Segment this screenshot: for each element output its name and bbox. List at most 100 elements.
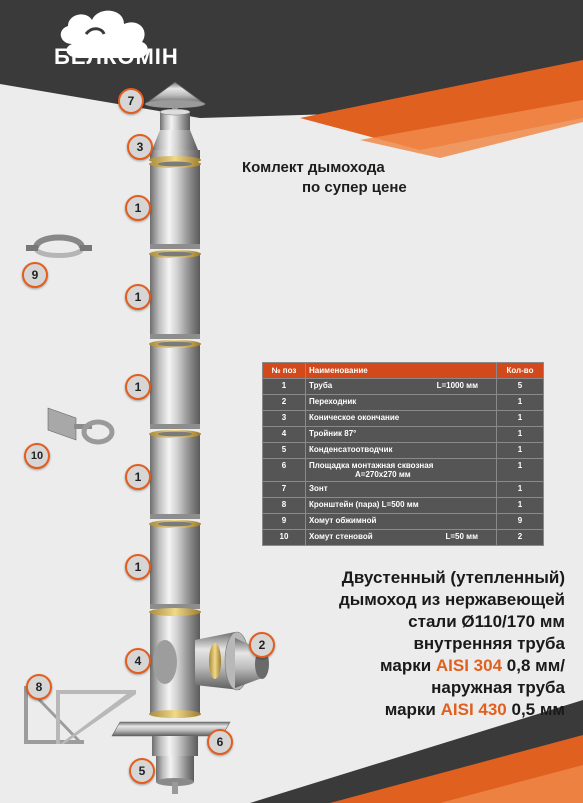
row-name-cell: Хомут обжимной [305,513,497,530]
brand-name: БЕЛКОМІН [54,44,179,69]
badge-1-a: 1 [125,195,151,221]
table-header-row: № поз Наименование Кол-во [262,362,544,379]
row-name: Зонт [309,484,328,493]
row-name-cell: Кронштейн (пара) L=500 мм [305,497,497,514]
row-pos: 2 [262,394,306,411]
row-name-cell: Хомут стеновой L=50 мм [305,529,497,546]
footer-accent-light [440,765,583,803]
row-qty: 9 [496,513,544,530]
row-extra: L=1000 мм [436,381,478,390]
badge-8: 8 [26,674,52,700]
row-name: Хомут обжимной [309,516,377,525]
desc-line-3: стали Ø110/170 мм [408,612,565,631]
row-name: Коническое окончание [309,413,400,422]
row-pos: 10 [262,529,306,546]
badge-1-d: 1 [125,464,151,490]
row-qty: 1 [496,410,544,427]
desc-line-6: наружная труба [431,678,565,697]
page-title: Комлект дымохода по супер цене [242,158,472,198]
row-pos: 4 [262,426,306,443]
row-name: Тройник 87° [309,429,357,438]
badge-5: 5 [129,758,155,784]
row-qty: 5 [496,378,544,395]
row-name: Площадка монтажная сквозная [309,461,434,470]
row-name: Конденсатоотводчик [309,445,393,454]
desc-line-5: марки AISI 304 0,8 мм/ [250,655,565,677]
mounting-platform [111,702,231,756]
row-qty: 1 [496,394,544,411]
badge-6: 6 [207,729,233,755]
row-extra: L=50 мм [445,532,478,541]
pipe-section-4 [149,430,201,519]
brand-logo: БЕЛКОМІН [40,6,200,76]
row-pos: 3 [262,410,306,427]
row-name: Труба [309,381,333,390]
pipe-section-5 [149,520,201,609]
row-qty: 2 [496,529,544,546]
row-qty: 1 [496,497,544,514]
badge-2: 2 [249,632,275,658]
row-pos: 7 [262,481,306,498]
row-name-cell: Тройник 87° [305,426,497,443]
desc-line-1: Двустенный (утепленный) [341,568,565,587]
col-header-name: Наименование [305,362,497,379]
row-qty: 1 [496,481,544,498]
title-line-1: Комлект дымохода [242,159,385,176]
header-band [0,0,583,118]
header-accent-stripe-light [360,100,583,158]
col-header-qty: Кол-во [496,362,544,379]
desc-line-7-pre: марки [384,700,441,719]
desc-line-7-accent: AISI 430 [440,700,507,719]
row-extra: А=270х270 мм [355,470,411,479]
pipe-section-1 [149,160,201,249]
badge-9: 9 [22,262,48,288]
desc-line-7: марки AISI 430 0,5 мм [250,699,565,721]
badge-3: 3 [127,134,153,160]
desc-line-5-post: 0,8 мм/ [502,656,565,675]
pipe-sections [149,160,201,609]
row-pos: 1 [262,378,306,395]
row-pos: 9 [262,513,306,530]
clamp-icon [26,234,92,258]
row-name: Хомут стеновой [309,532,373,541]
product-description: Двустенный (утепленный) дымоход из нержа… [250,567,565,721]
row-name-cell: Коническое окончание [305,410,497,427]
desc-line-2: дымоход из нержавеющей [339,590,565,609]
desc-line-5-accent: AISI 304 [435,656,503,675]
row-name: Переходник [309,397,357,406]
row-qty: 1 [496,426,544,443]
desc-line-4: внутренняя труба [413,634,565,653]
pipe-section-2 [149,250,201,339]
row-name-cell: Конденсатоотводчик [305,442,497,459]
logo-cloud-icon [60,10,148,58]
wall-clamp-icon [47,407,115,445]
chimney-assembly [143,81,207,164]
row-name-cell: Зонт [305,481,497,498]
row-pos: 8 [262,497,306,514]
row-qty: 1 [496,458,544,482]
badge-4: 4 [125,648,151,674]
badge-10: 10 [24,443,50,469]
row-name-cell: Труба L=1000 мм [305,378,497,395]
condensate-drain [156,756,194,794]
col-header-pos: № поз [262,362,306,379]
title-line-2: по супер цене [302,179,407,196]
badge-1-b: 1 [125,284,151,310]
pipe-section-3 [149,340,201,429]
bracket-pair-icon [24,686,136,744]
desc-line-7-post: 0,5 мм [506,700,565,719]
